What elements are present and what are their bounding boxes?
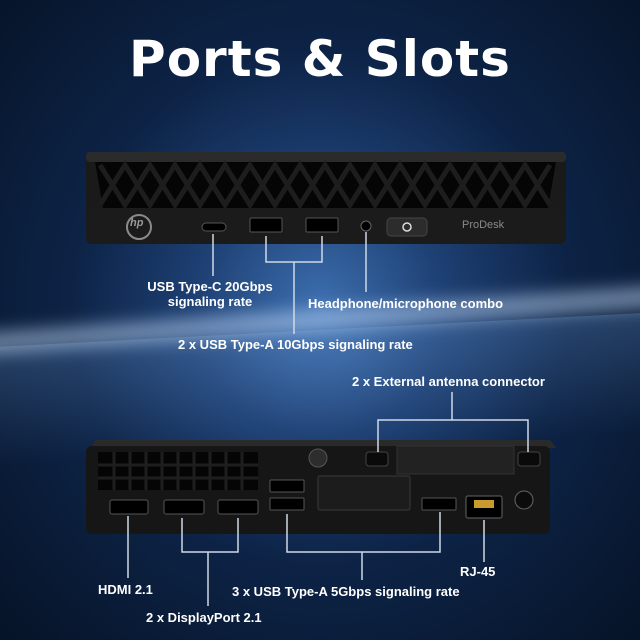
headphone-jack [360,220,372,232]
leader-lines [127,232,529,606]
rj45-label: RJ-45 [460,564,496,579]
model-text: ProDesk [462,219,505,231]
power-button [386,217,428,237]
displayport-1 [163,499,205,515]
hdmi-label: HDMI 2.1 [98,582,153,597]
usb-c-label: USB Type-C 20Gbps signaling rate [147,279,273,309]
thumb-screw [308,448,328,468]
rear-usb-a-port-2 [269,497,305,511]
displayport-label: 2 x DisplayPort 2.1 [146,610,262,625]
page-title: Ports & Slots [129,30,511,88]
front-vent-lattice [97,160,553,210]
hp-logo-icon [126,214,152,240]
usb-a-5gbps-label: 3 x USB Type-A 5Gbps signaling rate [232,584,460,599]
power-icon [402,222,412,232]
front-chassis [86,152,566,244]
displayport-2 [217,499,259,515]
front-usb-c-port [201,222,227,232]
antenna-connector-1 [365,451,389,467]
rear-chassis [86,440,556,534]
rear-usb-a-port-3 [421,497,457,511]
front-usb-a-port-2 [305,217,339,233]
front-vent-grille [95,162,556,208]
rear-usb-a-port-1 [269,479,305,493]
flex-io-blank [317,475,411,511]
usb-a-10gbps-label: 2 x USB Type-A 10Gbps signaling rate [178,337,413,352]
antenna-connector-2 [517,451,541,467]
brand-logo-text: hp [130,217,144,229]
rear-vent-bars [98,452,258,490]
hdmi-port [109,499,149,515]
power-input-jack [514,490,534,510]
antenna-label: 2 x External antenna connector [352,374,545,389]
front-usb-a-port-1 [249,217,283,233]
headphone-label: Headphone/microphone combo [308,296,504,311]
